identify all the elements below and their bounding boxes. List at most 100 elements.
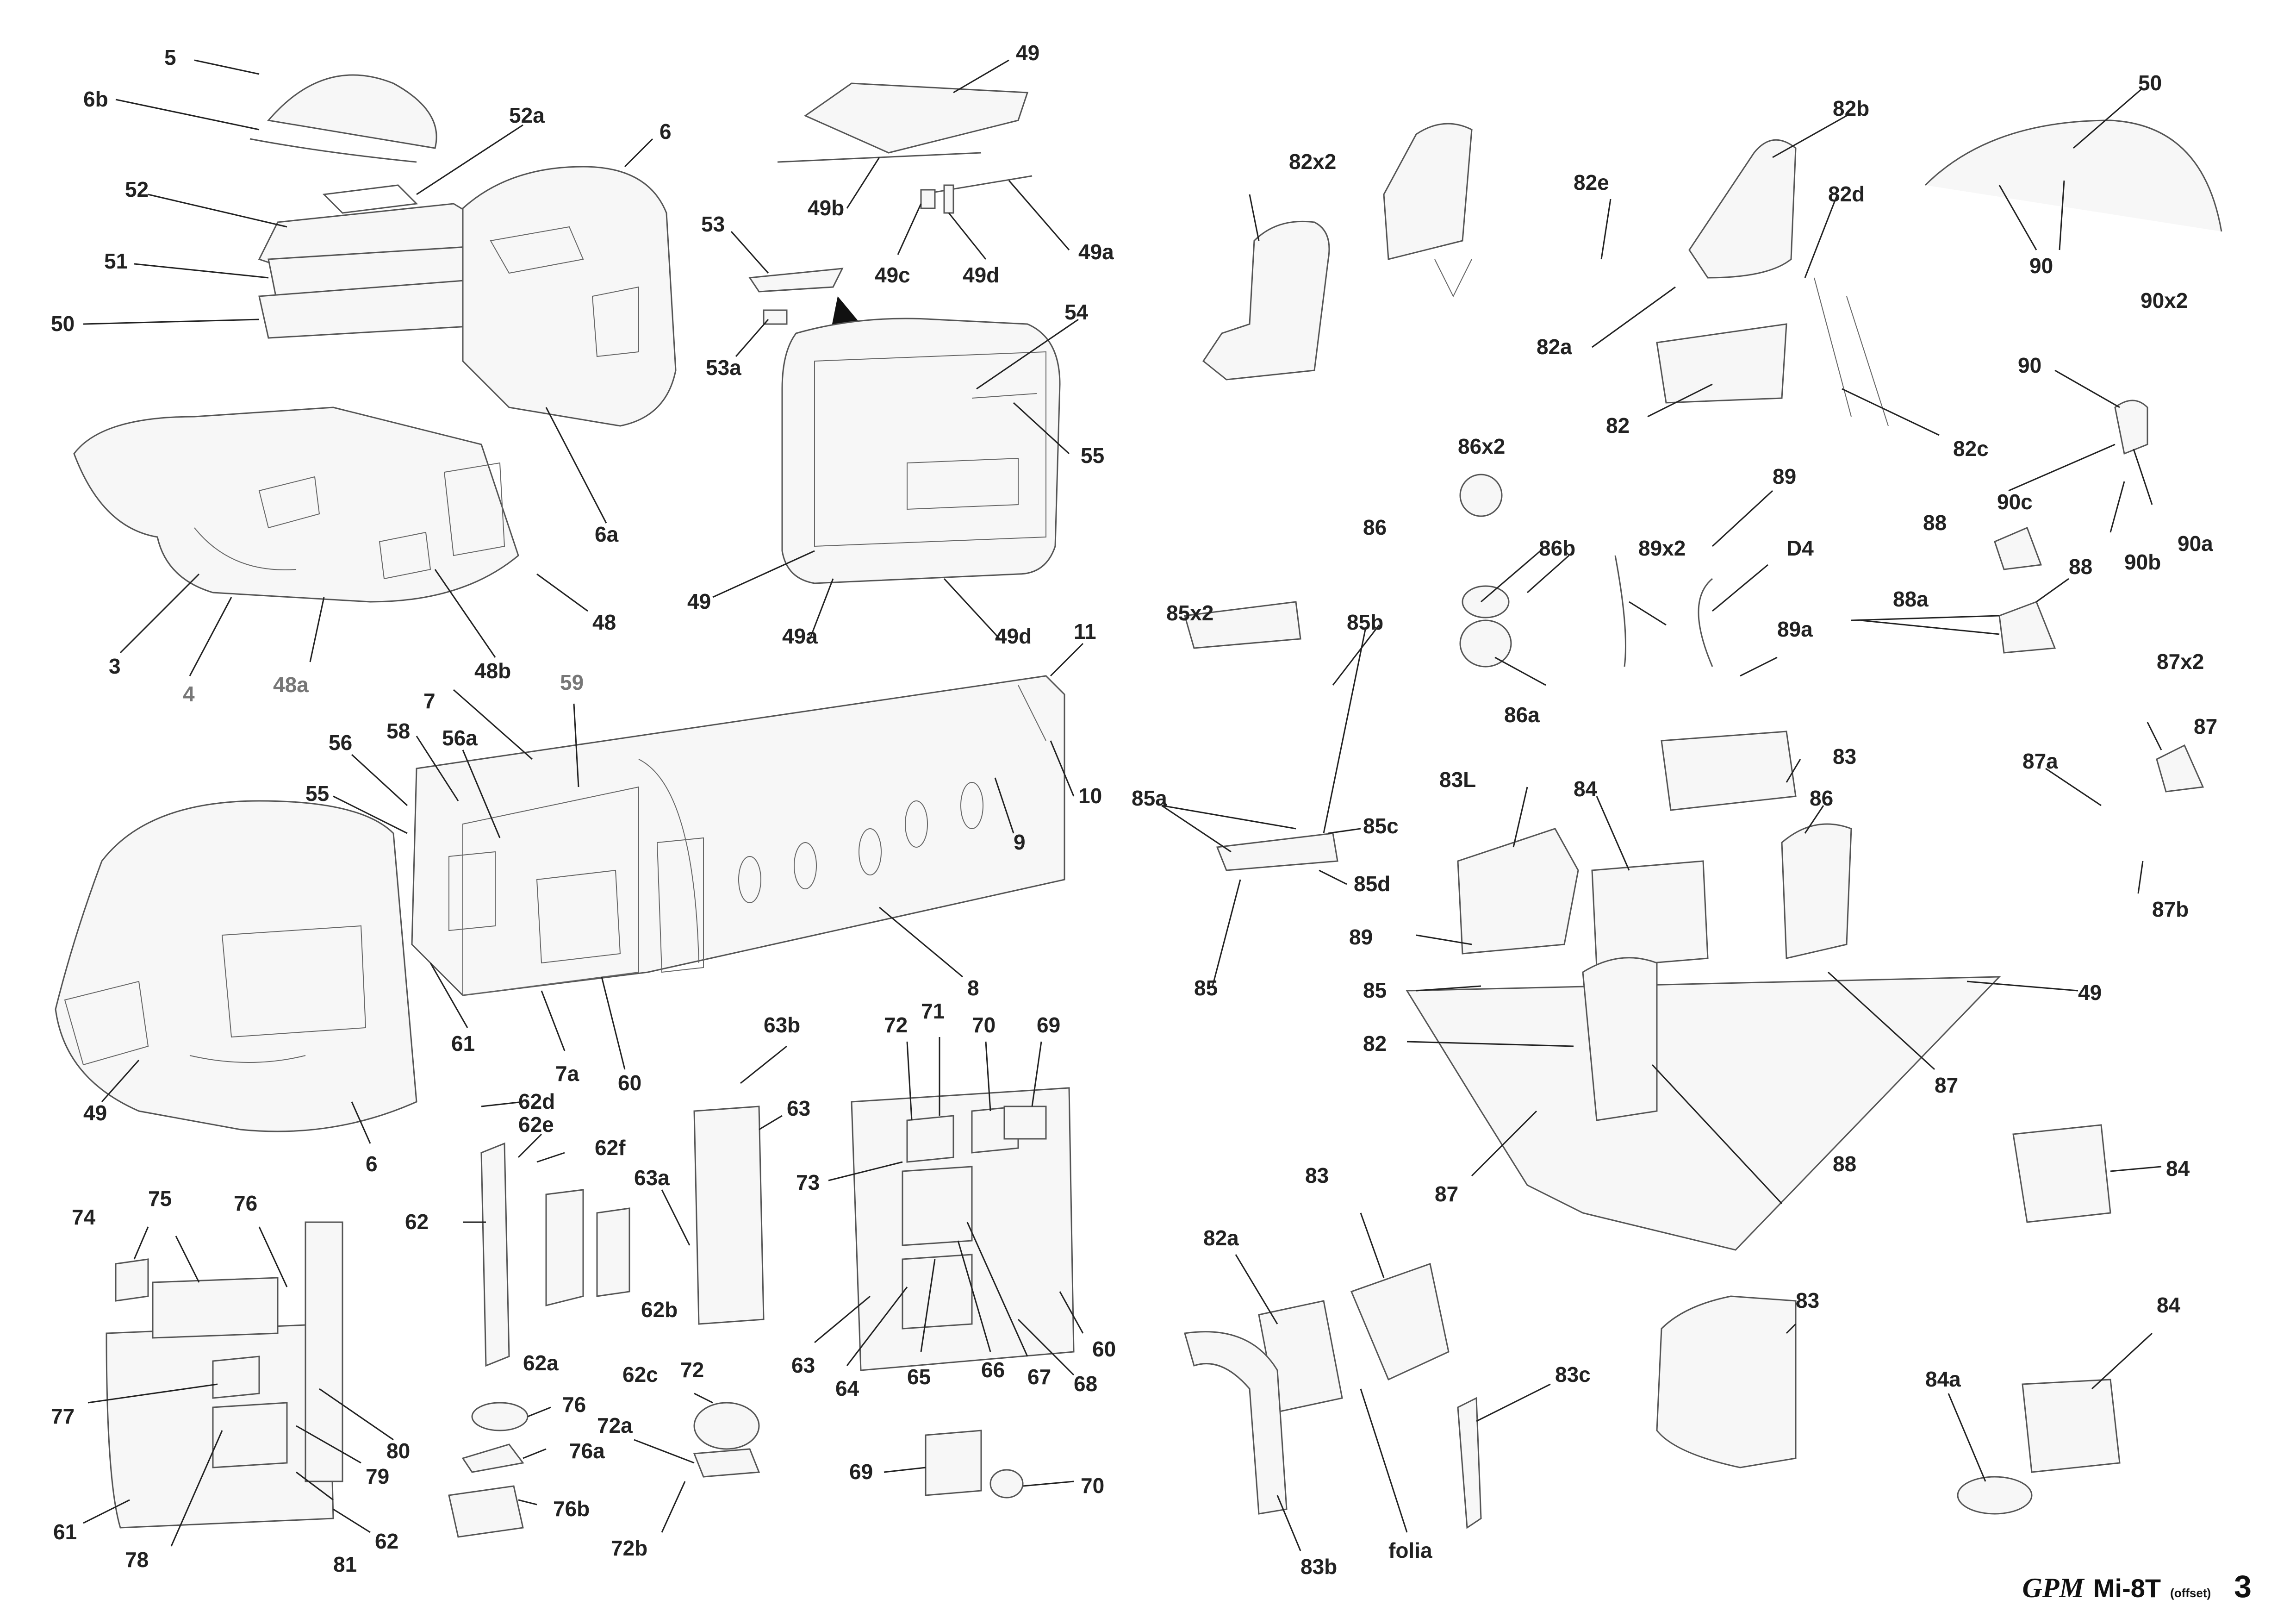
part-49a-strip	[921, 175, 1033, 195]
svg-text:88: 88	[1923, 511, 1947, 535]
part-82-seat-a	[1202, 220, 1330, 381]
part-72a	[693, 1448, 760, 1478]
svg-text:folia: folia	[1388, 1538, 1432, 1562]
part-82-seat-left	[1582, 957, 1658, 1121]
svg-text:D4: D4	[1786, 536, 1814, 560]
svg-text:77: 77	[51, 1404, 75, 1428]
svg-text:72: 72	[680, 1358, 704, 1382]
svg-text:88: 88	[2069, 555, 2092, 579]
svg-text:62d: 62d	[518, 1089, 555, 1113]
part-63-plate	[693, 1106, 765, 1325]
part-83c-strip	[1457, 1397, 1482, 1529]
part-labels: 5 6b 52a 6 52 51 50 6a 48 3 4 48a 48b 49…	[51, 41, 2217, 1579]
svg-text:86: 86	[1363, 515, 1387, 539]
part-6-cabin-wall	[462, 166, 677, 427]
part-62a-frame	[545, 1189, 584, 1306]
part-53-box	[748, 268, 844, 293]
part-53a-clips	[763, 309, 788, 325]
part-74-box	[115, 1258, 149, 1302]
svg-text:83c: 83c	[1555, 1362, 1591, 1387]
svg-text:61: 61	[53, 1520, 77, 1544]
part-90-fitting	[2114, 400, 2148, 455]
part-7-fuselage-shell	[411, 675, 1065, 996]
svg-text:49d: 49d	[995, 624, 1032, 648]
svg-text:7: 7	[423, 689, 436, 713]
svg-text:90: 90	[2029, 254, 2053, 278]
svg-text:71: 71	[921, 999, 945, 1023]
part-66-shelf	[902, 1166, 973, 1246]
svg-text:87: 87	[2194, 714, 2217, 738]
svg-text:85a: 85a	[1132, 786, 1167, 810]
svg-text:49: 49	[83, 1101, 107, 1125]
svg-text:55: 55	[1081, 443, 1104, 468]
svg-text:49: 49	[687, 589, 711, 613]
svg-text:86: 86	[1810, 786, 1833, 810]
part-75-box	[152, 1277, 279, 1339]
part-50-hoop	[1924, 119, 2222, 232]
part-82-pan	[1656, 323, 1787, 404]
sheet-footer: GPM Mi-8T (offset) 3	[2022, 1568, 2252, 1605]
part-83b-bracket	[1184, 1331, 1288, 1515]
leader-lines	[83, 59, 2162, 1551]
svg-text:49: 49	[1016, 41, 1039, 65]
svg-text:62f: 62f	[595, 1136, 626, 1160]
overhead-console-assembly	[748, 82, 1061, 584]
svg-text:82: 82	[1606, 413, 1630, 437]
part-49d	[943, 184, 954, 214]
part-78-boxes	[212, 1402, 288, 1468]
svg-text:85x2: 85x2	[1166, 601, 1213, 625]
svg-text:49: 49	[2078, 981, 2102, 1005]
part-71-box	[906, 1115, 954, 1163]
svg-text:88a: 88a	[1893, 587, 1929, 611]
svg-text:87a: 87a	[2022, 749, 2058, 773]
fuselage-assembly	[55, 675, 1065, 1132]
svg-text:76a: 76a	[569, 1439, 605, 1463]
svg-text:65: 65	[907, 1365, 931, 1389]
part-77-box	[212, 1355, 260, 1399]
part-6-front-shell	[55, 800, 417, 1132]
svg-text:87x2: 87x2	[2157, 650, 2204, 674]
part-76b	[448, 1485, 524, 1538]
svg-text:83: 83	[1305, 1163, 1329, 1187]
part-88-block	[1998, 601, 2056, 654]
svg-text:78: 78	[125, 1548, 149, 1572]
svg-text:48b: 48b	[474, 659, 511, 683]
svg-text:82: 82	[1363, 1031, 1387, 1056]
part-76a	[461, 1443, 524, 1473]
svg-text:90x2: 90x2	[2140, 288, 2188, 312]
part-82-seat-right	[1781, 823, 1852, 959]
cockpit-floor-assembly	[1406, 731, 2001, 1251]
svg-text:84: 84	[1574, 777, 1598, 801]
svg-text:60: 60	[1092, 1337, 1116, 1361]
svg-text:5: 5	[164, 45, 176, 69]
svg-text:10: 10	[1078, 784, 1102, 808]
part-49c	[920, 189, 936, 209]
svg-text:3: 3	[109, 654, 121, 678]
svg-text:50: 50	[2138, 71, 2162, 95]
svg-text:69: 69	[1037, 1013, 1060, 1037]
svg-text:83L: 83L	[1439, 768, 1476, 792]
svg-text:62e: 62e	[518, 1112, 554, 1137]
part-83-panel-face	[1350, 1263, 1450, 1381]
svg-text:6: 6	[660, 119, 672, 144]
svg-text:7a: 7a	[555, 1062, 579, 1086]
svg-text:63: 63	[787, 1096, 810, 1120]
svg-text:87: 87	[1935, 1073, 1958, 1097]
svg-text:69: 69	[849, 1460, 873, 1484]
svg-text:72b: 72b	[611, 1536, 647, 1560]
svg-text:86x2: 86x2	[1458, 434, 1505, 458]
svg-text:74: 74	[72, 1205, 96, 1229]
svg-text:76: 76	[234, 1191, 257, 1215]
svg-text:72a: 72a	[597, 1413, 633, 1437]
panel-subassemblies	[1184, 1124, 2121, 1529]
svg-text:89: 89	[1773, 464, 1796, 488]
part-89x2-lever	[1614, 555, 1626, 667]
svg-text:79: 79	[366, 1464, 389, 1488]
svg-text:87: 87	[1435, 1182, 1458, 1206]
svg-text:82b: 82b	[1833, 96, 1869, 120]
svg-text:87b: 87b	[2152, 897, 2189, 921]
part-49-floor	[1406, 976, 2001, 1251]
svg-text:90a: 90a	[2178, 531, 2213, 556]
svg-text:66: 66	[981, 1358, 1005, 1382]
svg-text:70: 70	[1081, 1474, 1104, 1498]
